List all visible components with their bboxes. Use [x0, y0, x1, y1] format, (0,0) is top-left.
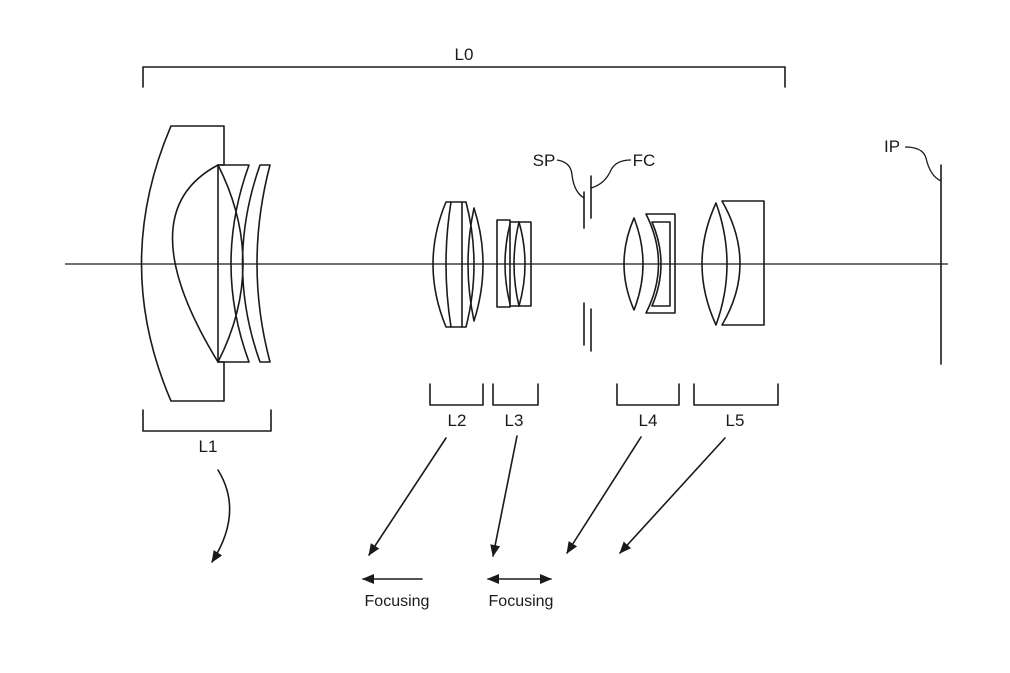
- l1-bracket: [142, 409, 272, 432]
- ip-leader-line: [904, 146, 942, 182]
- l1-label: L1: [199, 437, 218, 456]
- l1-movement-arrow: [211, 469, 231, 563]
- l4-label: L4: [639, 411, 658, 430]
- l0-label: L0: [455, 45, 474, 64]
- l0-bracket: [142, 66, 786, 88]
- lens-group-l4: [623, 213, 676, 314]
- lens-group-l5: [701, 200, 765, 326]
- l2-label: L2: [448, 411, 467, 430]
- l3-movement-arrow: [490, 435, 518, 557]
- l5-bracket: [693, 383, 779, 406]
- fc-leader-line: [590, 159, 632, 189]
- ip-label: IP: [884, 137, 900, 156]
- l1-cemented-lens: [217, 164, 250, 363]
- focusing-caption-left: Focusing: [365, 593, 430, 610]
- l3-bracket: [492, 383, 539, 406]
- sp-label: SP: [533, 151, 556, 170]
- sp-leader-line: [556, 159, 585, 199]
- l4-movement-arrow: [566, 436, 642, 554]
- lens-group-l2: [432, 201, 484, 328]
- lens-group-l3: [496, 219, 532, 308]
- lens-group-l1: [140, 125, 271, 402]
- l2-movement-arrow: [368, 437, 447, 556]
- fc-label: FC: [633, 151, 656, 170]
- l1-rear-meniscus: [241, 164, 271, 363]
- l3-label: L3: [505, 411, 524, 430]
- focusing-caption-right: Focusing: [489, 593, 554, 610]
- l4-bracket: [616, 383, 680, 406]
- l5-label: L5: [726, 411, 745, 430]
- l5-movement-arrow: [619, 437, 726, 554]
- l2-bracket: [429, 383, 484, 406]
